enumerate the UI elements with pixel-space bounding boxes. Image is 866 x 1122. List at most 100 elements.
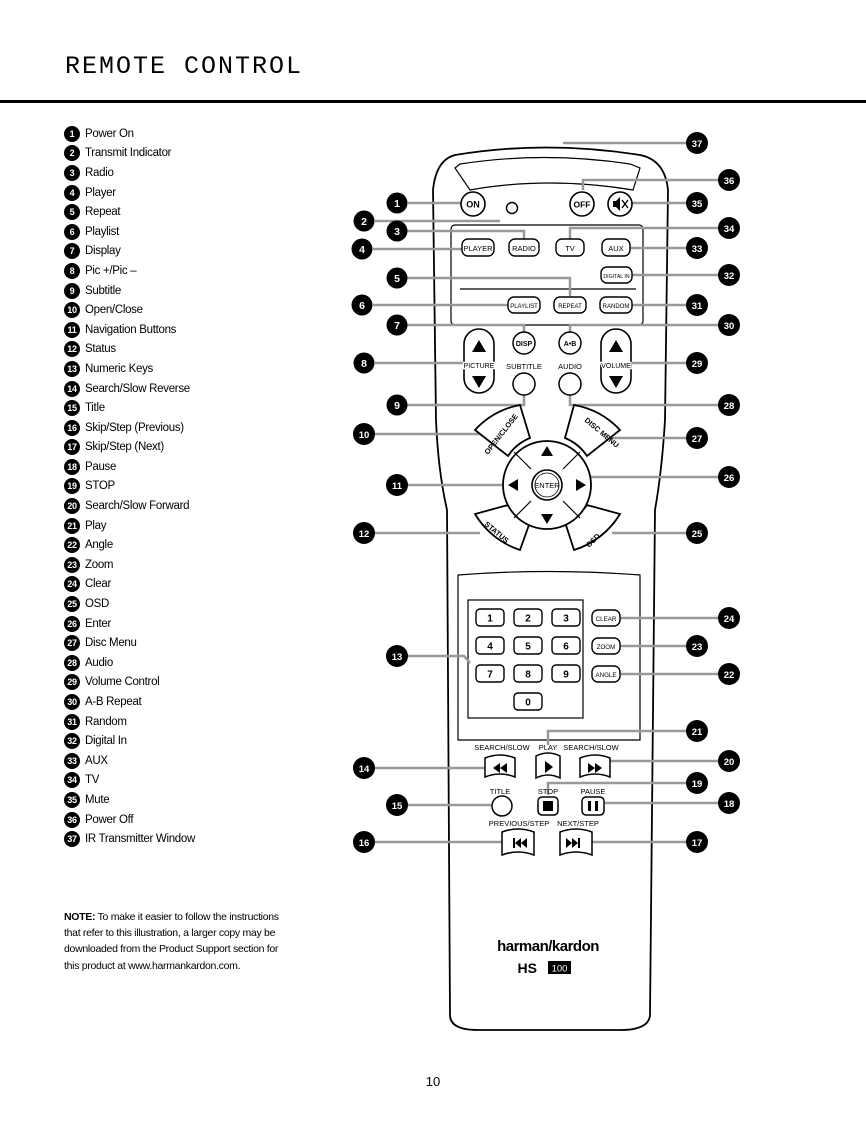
aux-label: AUX <box>608 244 623 253</box>
callout-number: 16 <box>359 838 370 849</box>
previous-step-label: PREVIOUS/STEP <box>489 819 549 828</box>
leader-line <box>546 729 686 745</box>
legend-number: 36 <box>64 811 80 828</box>
legend-number: 31 <box>64 713 80 730</box>
tv-button[interactable]: TV <box>555 238 585 257</box>
callout: 30 <box>718 314 740 336</box>
display-button[interactable]: DISP <box>512 331 536 355</box>
random-label: RANDOM <box>603 304 630 310</box>
search-slow-forward-button[interactable] <box>579 754 611 779</box>
numeric-key-2[interactable]: 2 <box>513 608 543 627</box>
nav-right-icon[interactable] <box>576 479 586 491</box>
legend-label: TV <box>85 774 100 787</box>
callout: 26 <box>718 466 740 488</box>
audio-button[interactable] <box>558 372 582 396</box>
repeat-button[interactable]: REPEAT <box>553 296 587 314</box>
callout-number: 6 <box>359 300 365 312</box>
playlist-button[interactable]: PLAYLIST <box>507 296 541 314</box>
zoom-button[interactable]: ZOOM <box>591 637 621 655</box>
nav-down-icon[interactable] <box>541 514 553 524</box>
callout-number: 18 <box>724 799 735 810</box>
callout: 1 <box>386 192 408 214</box>
callout: 21 <box>686 720 708 742</box>
callout-number: 31 <box>692 301 703 312</box>
legend-label: Power On <box>85 127 134 140</box>
legend-label: Disc Menu <box>85 637 137 650</box>
numeric-key-1[interactable]: 1 <box>475 608 505 627</box>
callout-number: 22 <box>724 670 735 681</box>
nav-up-icon[interactable] <box>541 446 553 456</box>
power-on-button[interactable]: ON <box>460 191 486 217</box>
numeric-key-label: 2 <box>525 614 531 625</box>
subtitle-button[interactable] <box>512 372 536 396</box>
numeric-key-7[interactable]: 7 <box>475 664 505 683</box>
power-off-label: OFF <box>574 200 591 210</box>
callout-number: 10 <box>359 430 370 441</box>
volume-rocker[interactable]: VOLUME <box>600 328 632 394</box>
search-slow-reverse-button[interactable] <box>484 754 516 779</box>
transmit-indicator <box>505 201 519 215</box>
callout: 12 <box>353 522 375 544</box>
legend-label: Navigation Buttons <box>85 323 177 336</box>
numeric-key-3[interactable]: 3 <box>551 608 581 627</box>
legend-number: 19 <box>64 478 80 495</box>
skip-next-button[interactable] <box>559 828 593 857</box>
digital-in-button[interactable]: DIGITAL IN <box>600 266 633 284</box>
play-button[interactable] <box>535 752 561 780</box>
zoom-label: ZOOM <box>597 644 616 651</box>
skip-previous-button[interactable] <box>501 828 535 857</box>
page-title: REMOTE CONTROL <box>65 52 304 81</box>
clear-button[interactable]: CLEAR <box>591 609 621 627</box>
radio-button[interactable]: RADIO <box>508 238 540 257</box>
ab-repeat-label: A•B <box>564 341 577 348</box>
callout-number: 4 <box>359 244 365 256</box>
numeric-key-6[interactable]: 6 <box>551 636 581 655</box>
legend-number: 3 <box>64 164 80 181</box>
power-off-button[interactable]: OFF <box>569 191 595 217</box>
callout: 15 <box>386 794 408 816</box>
angle-button[interactable]: ANGLE <box>591 665 621 683</box>
callout: 10 <box>353 423 375 445</box>
numeric-key-5[interactable]: 5 <box>513 636 543 655</box>
numeric-key-4[interactable]: 4 <box>475 636 505 655</box>
enter-button[interactable]: ENTER <box>531 469 563 501</box>
model-name: HS <box>518 960 537 976</box>
legend-label: Search/Slow Reverse <box>85 382 190 395</box>
angle-label: ANGLE <box>596 672 617 679</box>
numeric-key-8[interactable]: 8 <box>513 664 543 683</box>
play-label: PLAY <box>539 743 558 752</box>
stop-button[interactable] <box>537 796 559 816</box>
leader-line <box>406 654 471 664</box>
callout-number: 25 <box>692 529 703 540</box>
legend-label: Repeat <box>85 206 121 219</box>
pause-button[interactable] <box>581 796 605 816</box>
mute-button[interactable] <box>607 191 633 217</box>
open-close-button[interactable] <box>473 403 532 458</box>
ab-repeat-button[interactable]: A•B <box>558 331 582 355</box>
picture-rocker[interactable]: PICTURE <box>462 328 496 394</box>
brand-logo: harman/kardon <box>497 938 599 955</box>
aux-button[interactable]: AUX <box>601 238 631 257</box>
legend-number: 27 <box>64 635 80 652</box>
rewind-icon <box>493 763 507 773</box>
callout-number: 9 <box>394 400 400 412</box>
nav-left-icon[interactable] <box>508 479 518 491</box>
disc-menu-button[interactable] <box>563 403 622 458</box>
player-button[interactable]: PLAYER <box>461 238 495 257</box>
title-button[interactable] <box>491 795 513 817</box>
numeric-key-label: 3 <box>563 614 569 625</box>
callout: 24 <box>718 607 740 629</box>
numeric-key-9[interactable]: 9 <box>551 664 581 683</box>
legend-label: Search/Slow Forward <box>85 500 190 513</box>
legend-label: Play <box>85 519 107 532</box>
callout-number: 3 <box>394 226 400 238</box>
random-button[interactable]: RANDOM <box>599 296 633 314</box>
title-label: TITLE <box>490 787 510 796</box>
numeric-key-0[interactable]: 0 <box>513 692 543 711</box>
legend-number: 2 <box>64 145 80 162</box>
